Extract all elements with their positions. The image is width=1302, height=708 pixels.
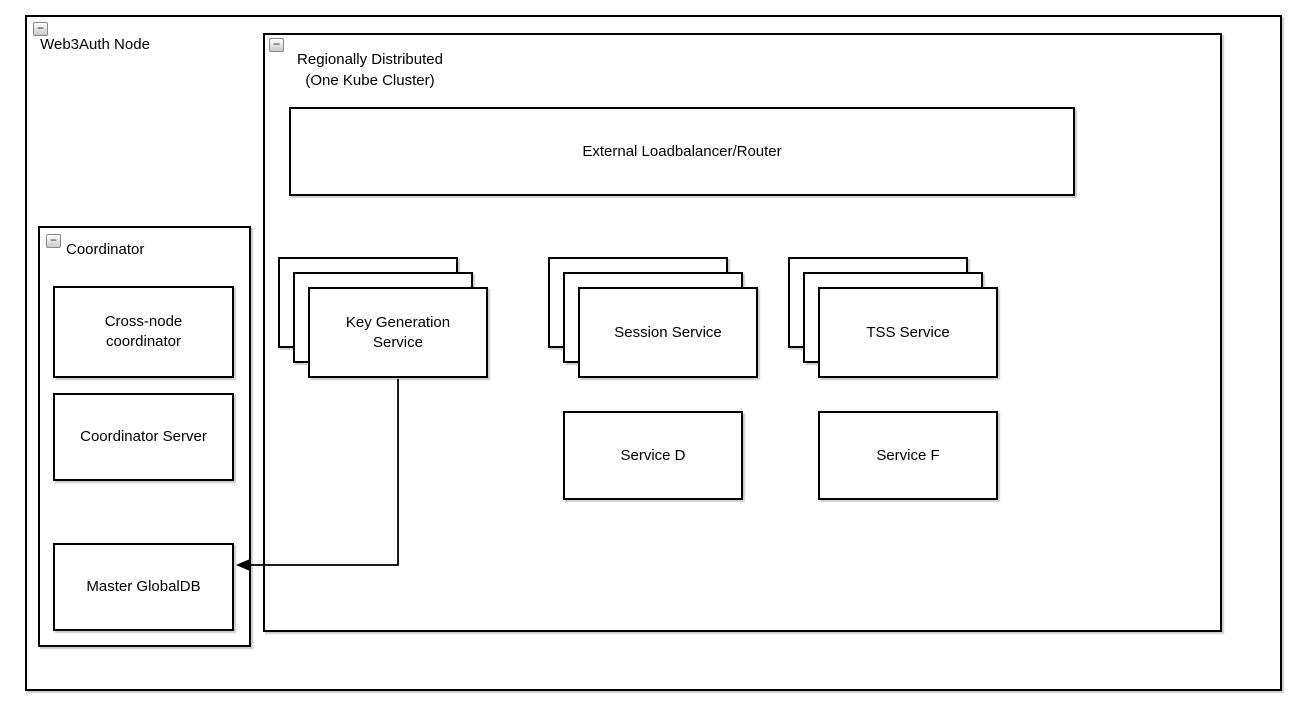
coordinator-label: Coordinator xyxy=(66,241,145,258)
external-loadbalancer-label: External Loadbalancer/Router xyxy=(582,142,782,160)
master-globaldb-box[interactable]: Master GlobalDB xyxy=(53,543,234,631)
coordinator-server-label: Coordinator Server xyxy=(80,428,207,445)
tss-service-box[interactable]: TSS Service xyxy=(818,287,998,378)
collapse-icon-coordinator[interactable]: − xyxy=(46,234,61,248)
cross-node-coordinator-box[interactable]: Cross-node coordinator xyxy=(53,286,234,378)
service-f-label: Service F xyxy=(876,446,940,464)
web3auth-node-label-line2: Node xyxy=(114,36,150,53)
key-generation-service-label: Key Generation Service xyxy=(345,313,451,351)
master-globaldb-label: Master GlobalDB xyxy=(86,578,201,595)
external-loadbalancer-box[interactable]: External Loadbalancer/Router xyxy=(289,107,1075,196)
coordinator-server-box[interactable]: Coordinator Server xyxy=(53,393,234,481)
regionally-distributed-label-line2: (One Kube Cluster) xyxy=(305,72,435,89)
web3auth-node-label-line1: Web3Auth xyxy=(40,36,110,53)
session-service-box[interactable]: Session Service xyxy=(578,287,758,378)
service-d-label: Service D xyxy=(620,446,686,464)
collapse-icon-regionally-distributed[interactable]: − xyxy=(269,38,284,52)
collapse-icon-web3auth[interactable]: − xyxy=(33,22,48,36)
service-d-box[interactable]: Service D xyxy=(563,411,743,500)
regionally-distributed-label: Regionally Distributed (One Kube Cluster… xyxy=(285,49,455,91)
regionally-distributed-label-line1: Regionally Distributed xyxy=(297,51,443,68)
cross-node-coordinator-label: Cross-node coordinator xyxy=(104,313,183,350)
tss-service-label: TSS Service xyxy=(866,323,950,341)
service-f-box[interactable]: Service F xyxy=(818,411,998,500)
key-generation-service-box[interactable]: Key Generation Service xyxy=(308,287,488,378)
session-service-label: Session Service xyxy=(614,323,722,341)
web3auth-node-label: Web3Auth Node xyxy=(40,34,150,55)
